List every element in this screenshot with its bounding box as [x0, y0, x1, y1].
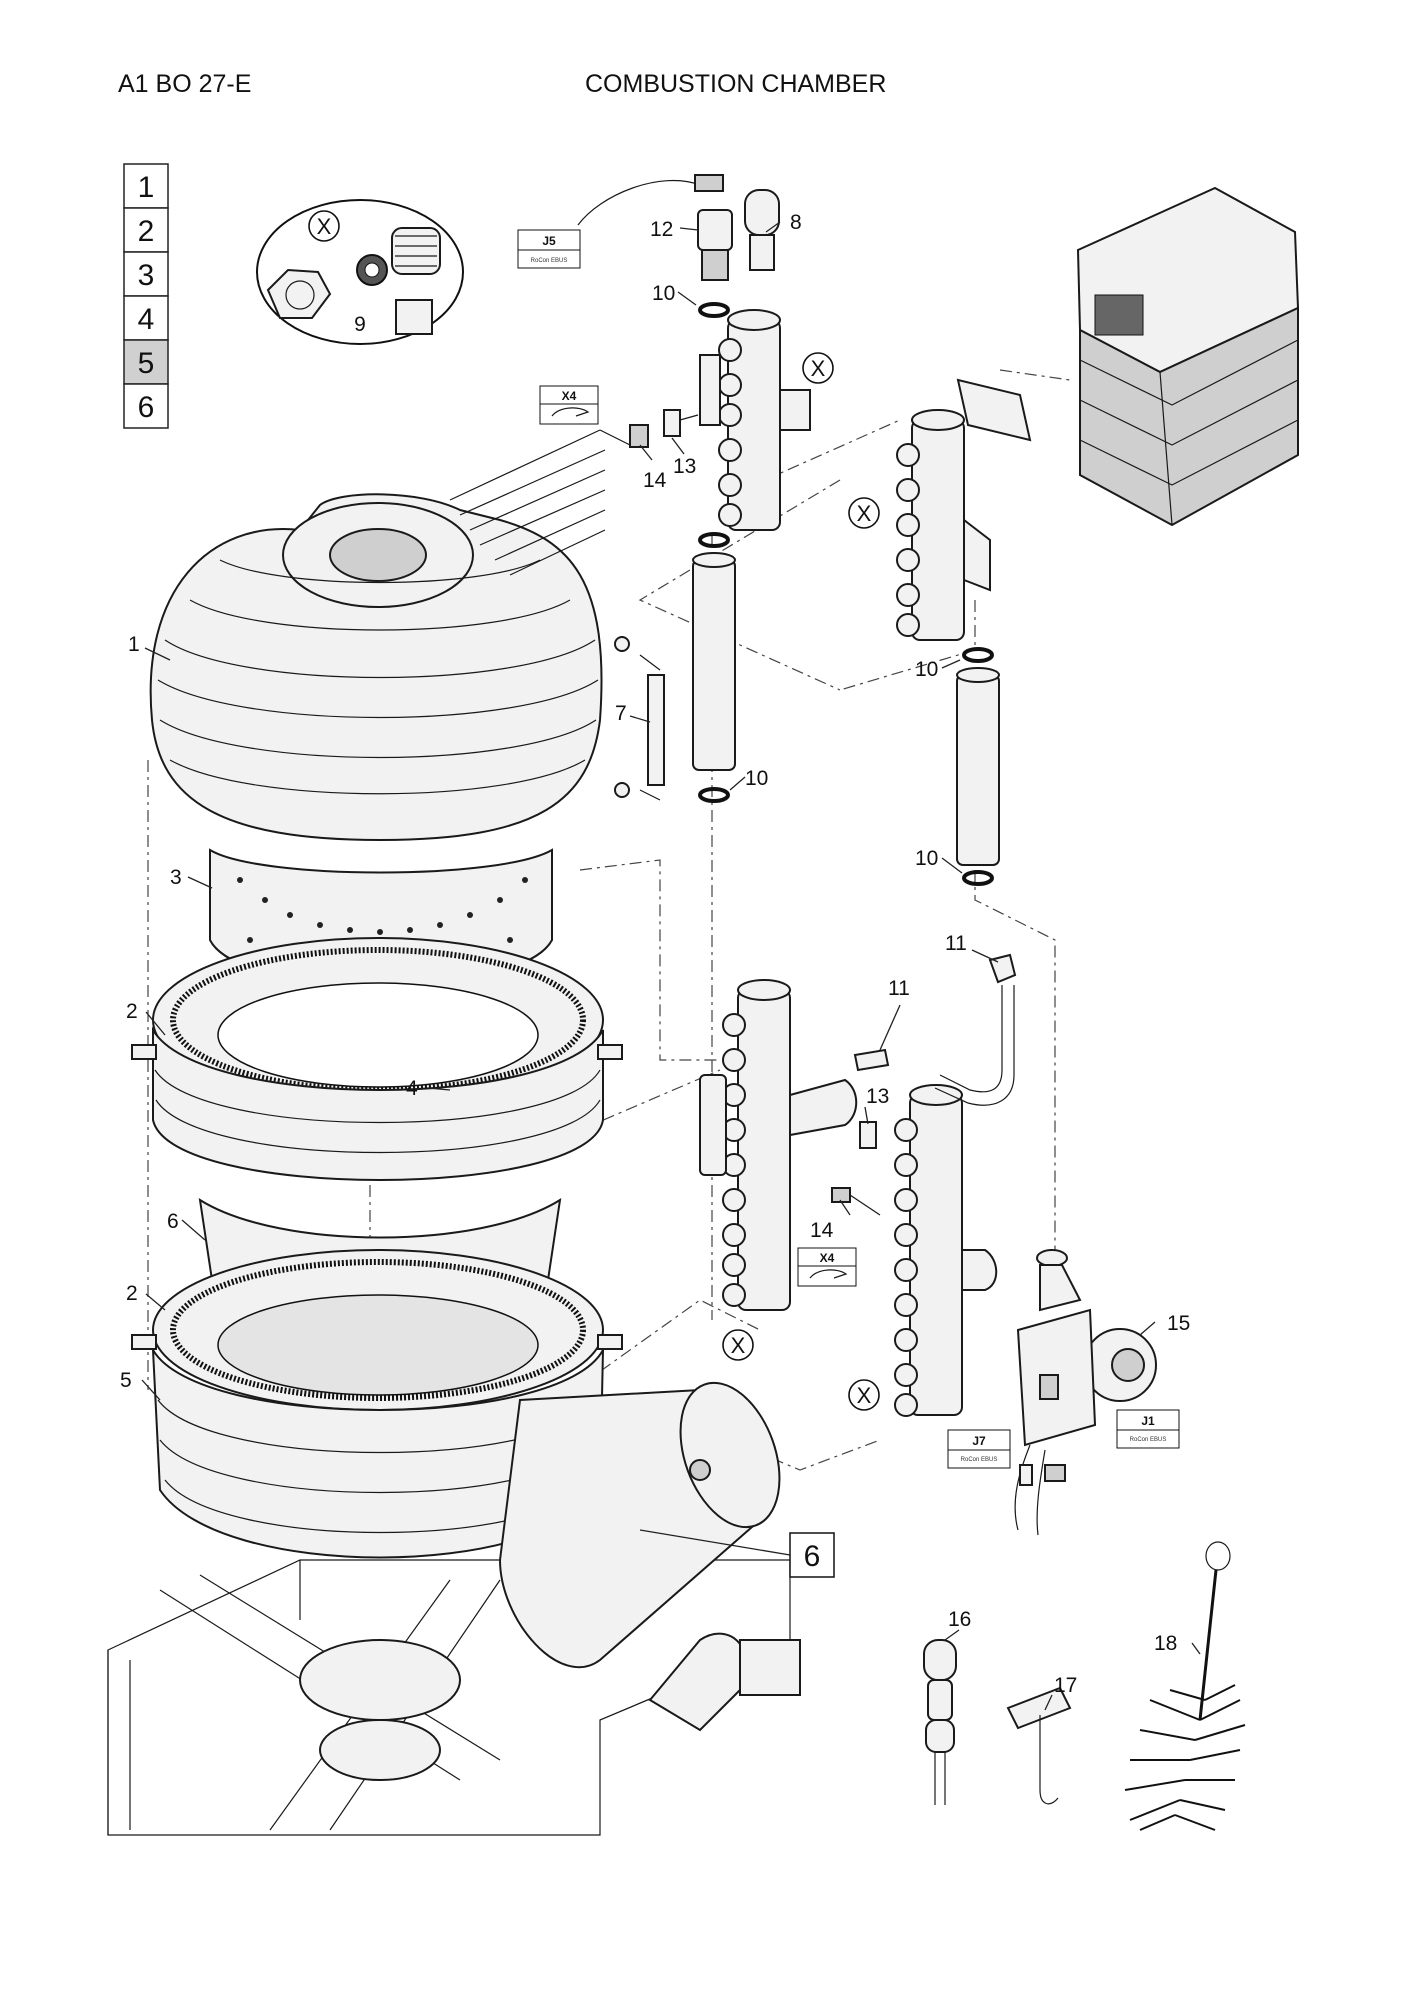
- sensor-and-vent: [577, 174, 780, 318]
- callout-6: 6: [167, 1210, 179, 1233]
- detail-marker-label: X: [811, 356, 826, 381]
- page-index-label: 3: [138, 259, 155, 292]
- callout-17: 17: [1054, 1674, 1077, 1697]
- heat-exchanger-lower: [131, 1249, 623, 1559]
- callout-11: 11: [888, 977, 910, 1000]
- tag-code: X4: [820, 1251, 835, 1265]
- page-title: COMBUSTION CHAMBER: [585, 70, 887, 98]
- sensor-lower: [831, 1121, 881, 1216]
- leader-lines: [141, 221, 1201, 1711]
- callout-13: 13: [673, 455, 696, 478]
- pipe-7: [614, 636, 665, 801]
- callout-11: 11: [945, 932, 967, 955]
- callout-16: 16: [948, 1608, 971, 1631]
- detail-marker-label: X: [317, 214, 332, 239]
- page-index-label: 2: [138, 215, 155, 248]
- page-index-item-4[interactable]: 4: [123, 295, 169, 341]
- page-index-label: 5: [138, 347, 155, 380]
- manifold-upper-right: X: [848, 378, 1032, 641]
- callout-1: 1: [128, 633, 140, 656]
- brush-icon: [1124, 1541, 1246, 1831]
- page-index-label: 6: [138, 391, 155, 424]
- sheet-reference[interactable]: 6: [639, 1529, 835, 1578]
- page-index: 1 2 3 4 5 6: [123, 163, 169, 429]
- exhaust-duct: [498, 1381, 801, 1732]
- callout-2: 2: [126, 1000, 138, 1023]
- tube-left: [692, 532, 736, 803]
- callout-10: 10: [652, 282, 675, 305]
- callout-10: 10: [915, 847, 938, 870]
- callout-12: 12: [650, 218, 673, 241]
- detail-marker: [848, 1379, 880, 1411]
- heat-exchanger-upper: [131, 937, 623, 1181]
- callout-5: 5: [120, 1369, 132, 1392]
- t-key-icon: [1006, 1686, 1072, 1805]
- sensor-icon: [694, 174, 724, 192]
- tag-subtitle: RoCon EBUS: [1130, 1437, 1167, 1443]
- detail-oval-fitting: X 9: [256, 199, 464, 345]
- callout-8: 8: [790, 211, 802, 234]
- tag-code: J7: [972, 1434, 986, 1448]
- burner-dome: [149, 429, 606, 842]
- callouts: 1 3 2 4 6 2 5 7 8 12 10 10 10 10 14 13 1…: [120, 211, 1190, 1697]
- tube-right: [956, 647, 1000, 886]
- base-frame: [107, 1559, 791, 1836]
- callout-14: 14: [810, 1219, 834, 1242]
- document-code: A1 BO 27-E: [118, 70, 252, 98]
- detail-marker: [308, 210, 340, 242]
- tag-subtitle: RoCon EBUS: [531, 258, 568, 264]
- combustion-chamber-stack: [107, 429, 801, 1836]
- callout-4: 4: [406, 1077, 418, 1100]
- page-index-item-3[interactable]: 3: [123, 251, 169, 297]
- connector-tag-x4-upper: X4: [539, 385, 599, 425]
- detail-marker-label: X: [731, 1333, 746, 1358]
- callout-13: 13: [866, 1085, 889, 1108]
- page-index-item-2[interactable]: 2: [123, 207, 169, 253]
- tag-code: X4: [562, 389, 577, 403]
- page-index-item-5-active[interactable]: 5: [123, 339, 169, 385]
- pump-icon: [1014, 1249, 1157, 1536]
- page-index-item-1[interactable]: 1: [123, 163, 169, 209]
- manifold-upper-left: X: [699, 309, 834, 531]
- callout-15: 15: [1167, 1312, 1190, 1335]
- sensor-upper: [599, 409, 699, 448]
- tag-code: J1: [1141, 1414, 1155, 1428]
- boiler-unit-icon: [1076, 186, 1300, 527]
- elbow-fittings: [853, 953, 1017, 1106]
- page-index-label: 1: [138, 171, 155, 204]
- callout-9: 9: [354, 313, 366, 336]
- page-index-label: 4: [138, 303, 155, 336]
- detail-marker: [802, 352, 834, 384]
- pin-tool-icon: [923, 1639, 957, 1805]
- callout-2: 2: [126, 1282, 138, 1305]
- callout-10: 10: [915, 658, 938, 681]
- detail-marker-label: X: [857, 1383, 872, 1408]
- manifold-lower-right: X: [848, 1084, 998, 1417]
- callout-7: 7: [615, 702, 627, 725]
- callout-18: 18: [1154, 1632, 1177, 1655]
- detail-marker: [848, 497, 880, 529]
- connector-tag-j5: J5 RoCon EBUS: [517, 229, 581, 269]
- connector-tag-j1: J1 RoCon EBUS: [1116, 1409, 1180, 1449]
- callout-14: 14: [643, 469, 667, 492]
- connector-tag-x4-lower: X4: [797, 1247, 857, 1287]
- callout-10: 10: [745, 767, 768, 790]
- detail-marker-label: X: [857, 501, 872, 526]
- manifold-lower-left: X: [699, 979, 858, 1361]
- callout-3: 3: [170, 866, 182, 889]
- tag-code: J5: [542, 234, 556, 248]
- detail-marker: [722, 1329, 754, 1361]
- tag-subtitle: RoCon EBUS: [961, 1457, 998, 1463]
- sheet-reference-label: 6: [804, 1540, 821, 1573]
- page-index-item-6[interactable]: 6: [123, 383, 169, 429]
- connector-tag-j7: J7 RoCon EBUS: [947, 1429, 1011, 1469]
